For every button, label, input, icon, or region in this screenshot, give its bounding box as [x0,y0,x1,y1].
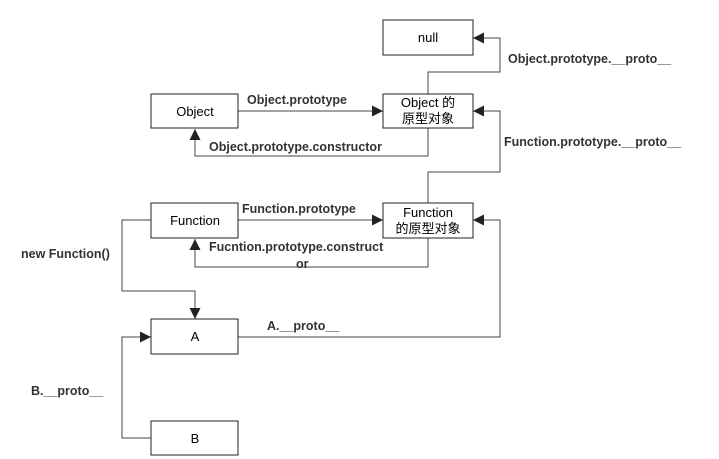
edge-function-prototype-constructor [189,238,429,268]
label-a-proto: A.__proto__ [267,319,340,333]
function-prototype-node-label-2: 的原型对象 [395,221,460,236]
edge-object-prototype-proto [427,32,501,94]
object-node [150,93,239,129]
label-function-prototype-constructor-1: Fucntion.prototype.construct [209,240,384,254]
edge-function-prototype-proto [427,105,501,203]
label-object-prototype-proto: Object.prototype.__proto__ [508,52,672,66]
label-function-prototype-proto: Function.prototype.__proto__ [504,135,682,149]
edge-new-function [121,219,201,319]
function-node-label: Function [170,213,220,228]
edge-b-proto [121,331,151,439]
null-node [382,19,474,56]
edge-a-proto [238,214,501,338]
edge-object-prototype-constructor [189,128,429,157]
null-node-label: null [418,30,438,45]
label-new-function: new Function() [21,247,110,261]
a-node-label: A [191,329,200,344]
object-node-label: Object [176,104,214,119]
a-node [150,318,239,355]
function-prototype-node-label-1: Function [403,205,453,220]
function-prototype-node [382,202,474,239]
b-node [150,420,239,456]
function-node [150,202,239,239]
label-function-prototype-constructor-2: or [296,257,309,271]
label-object-prototype-constructor: Object.prototype.constructor [209,140,382,154]
object-prototype-node-label-1: Object 的 [401,95,455,110]
b-node-label: B [191,431,200,446]
label-b-proto: B.__proto__ [31,384,104,398]
object-prototype-node [382,93,474,129]
label-function-prototype: Function.prototype [242,202,356,216]
object-prototype-node-label-2: 原型对象 [402,111,454,126]
label-object-prototype: Object.prototype [247,93,347,107]
